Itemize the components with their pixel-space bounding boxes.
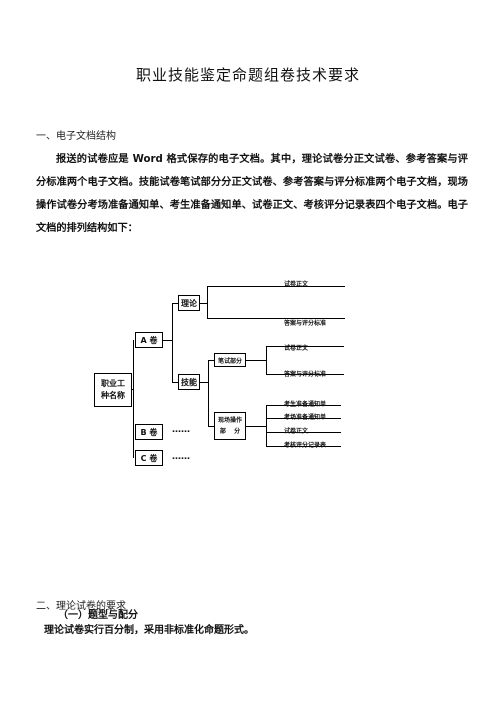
connector bbox=[172, 382, 178, 383]
written-leaf-paper: 试卷正文 bbox=[284, 345, 309, 352]
skill-box: 技能 bbox=[178, 374, 200, 390]
theory-leaf-answers: 答案与评分标准 bbox=[284, 320, 327, 327]
connector bbox=[266, 374, 344, 375]
connector bbox=[133, 340, 134, 458]
onsite-leaf-candidate-notice: 考生准备通知单 bbox=[284, 401, 327, 408]
sub-heading-question-types: （一）题型与配分 bbox=[58, 610, 138, 621]
connector bbox=[200, 303, 207, 304]
connector bbox=[246, 426, 266, 427]
a-volume-box: A 卷 bbox=[135, 332, 163, 348]
b-volume-ellipsis: …… bbox=[172, 425, 190, 435]
connector bbox=[266, 446, 341, 447]
theory-box: 理论 bbox=[178, 295, 200, 311]
theory-paragraph: 理论试卷实行百分制，采用非标准化命题形式。 bbox=[44, 625, 254, 636]
c-volume-ellipsis: …… bbox=[172, 452, 190, 462]
connector bbox=[266, 418, 341, 419]
connector bbox=[172, 303, 178, 304]
connector bbox=[208, 360, 214, 361]
written-leaf-answers: 答案与评分标准 bbox=[284, 371, 327, 378]
onsite-leaf-venue-notice: 考场准备通知单 bbox=[284, 414, 327, 421]
section-heading-theory: 二、理论试卷的要求 bbox=[36, 601, 126, 612]
theory-leaf-paper: 试卷正文 bbox=[284, 281, 309, 288]
onsite-leaf-scoresheet: 考核评分记录表 bbox=[284, 442, 327, 449]
connector bbox=[266, 405, 341, 406]
connector bbox=[207, 286, 208, 318]
connector bbox=[172, 303, 173, 382]
onsite-part-box: 现场操作 部 分 bbox=[214, 412, 246, 440]
connector bbox=[207, 286, 345, 287]
b-volume-box: B 卷 bbox=[135, 424, 163, 440]
connector bbox=[163, 340, 172, 341]
page-title: 职业技能鉴定命题组卷技术要求 bbox=[135, 66, 360, 84]
root-box: 职业工 种名称 bbox=[94, 373, 132, 407]
connector bbox=[246, 360, 266, 361]
connector bbox=[266, 346, 267, 374]
connector bbox=[200, 382, 208, 383]
structure-paragraph: 报送的试卷应是 Word 格式保存的电子文档。其中，理论试卷分正文试卷、参考答案… bbox=[36, 154, 468, 234]
connector bbox=[208, 360, 209, 426]
written-part-box: 笔试部分 bbox=[214, 353, 246, 367]
onsite-leaf-paper: 试卷正文 bbox=[284, 428, 309, 435]
c-volume-box: C 卷 bbox=[135, 450, 163, 466]
connector bbox=[266, 432, 341, 433]
section-heading-structure: 一、电子文档结构 bbox=[36, 131, 116, 142]
connector bbox=[207, 318, 345, 319]
connector bbox=[208, 426, 214, 427]
connector bbox=[266, 405, 267, 446]
connector bbox=[266, 346, 344, 347]
